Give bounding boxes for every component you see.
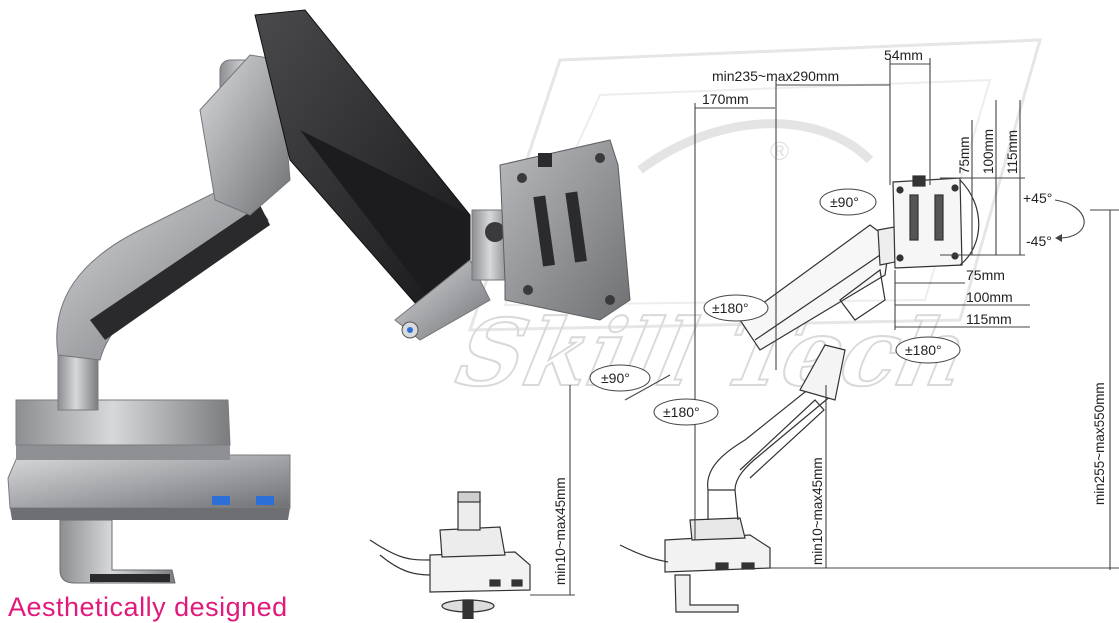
usb-port-icon: [511, 579, 523, 587]
vesa-h-100-label: 100mm: [966, 289, 1013, 305]
vesa-v-115-label: 115mm: [1005, 130, 1020, 174]
technical-drawing: ±90° ±180° ±180° ±90° ±180° +45° -45° 54…: [369, 47, 1119, 619]
monitor-arm-photo: [7, 9, 631, 584]
swivel-base-b-label: ±180°: [663, 404, 700, 420]
rotation-badge: ±90°: [589, 364, 651, 392]
height-range-label: min255~max550mm: [1092, 382, 1107, 505]
vesa-v-75-label: 75mm: [957, 136, 972, 174]
pole-offset-label: 170mm: [702, 91, 749, 107]
swivel-mid-label: ±180°: [905, 342, 942, 358]
clamp-thickness-left-label: min10~max45mm: [553, 477, 568, 585]
usb-port-icon: [212, 496, 230, 505]
swivel-base-a-label: ±90°: [601, 370, 630, 386]
rotate-screen-label: ±90°: [830, 194, 859, 210]
usb-port-icon: [256, 496, 274, 505]
vesa-plate-photo: [499, 139, 631, 321]
rotation-badge: ±180°: [703, 294, 769, 322]
tilt-up-label: +45°: [1023, 190, 1052, 206]
swivel-upper-label: ±180°: [712, 300, 749, 316]
usb-port-icon: [741, 562, 755, 570]
vesa-h-115-label: 115mm: [966, 311, 1012, 327]
vesa-h-75-label: 75mm: [966, 267, 1005, 283]
tilt-down-label: -45°: [1026, 233, 1052, 249]
usb-port-icon: [489, 579, 501, 587]
rotation-badge: ±180°: [895, 336, 961, 364]
arm-reach-label: min235~max290mm: [712, 68, 839, 84]
rotation-badge: ±90°: [819, 188, 877, 216]
watermark-registered: ®: [770, 136, 789, 166]
plate-offset-label: 54mm: [884, 47, 923, 63]
rotation-badge: ±180°: [653, 398, 719, 426]
tagline: Aesthetically designed: [8, 592, 288, 622]
clamp-thickness-right-label: min10~max45mm: [810, 457, 825, 565]
clamp-drawing: [369, 491, 669, 619]
vesa-v-100-label: 100mm: [981, 129, 996, 174]
usb-port-icon: [715, 562, 729, 570]
